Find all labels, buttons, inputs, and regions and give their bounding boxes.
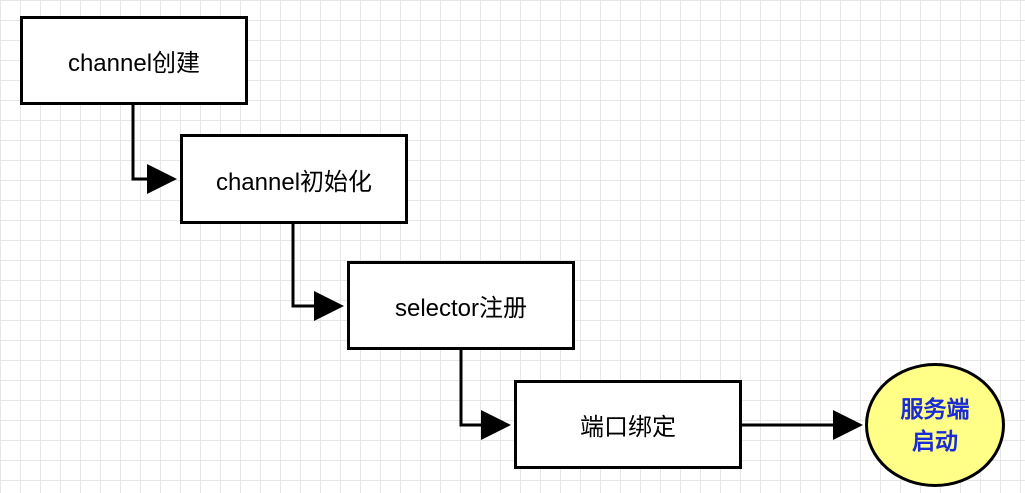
step-selector-register: selector注册 xyxy=(347,261,575,350)
result-label: 服务端启动 xyxy=(900,396,970,454)
result-server-start: 服务端启动 xyxy=(865,363,1005,487)
connector-arrow-3 xyxy=(459,350,511,440)
step-label: channel创建 xyxy=(67,50,201,77)
step-channel-init: channel初始化 xyxy=(180,134,408,224)
step-label: 端口绑定 xyxy=(580,414,676,441)
step-port-bind: 端口绑定 xyxy=(514,380,742,469)
step-label: selector注册 xyxy=(394,295,528,322)
step-channel-create: channel创建 xyxy=(20,16,248,105)
connector-arrow-2 xyxy=(291,224,344,321)
step-label: channel初始化 xyxy=(215,168,373,196)
connector-arrow-1 xyxy=(131,105,177,194)
